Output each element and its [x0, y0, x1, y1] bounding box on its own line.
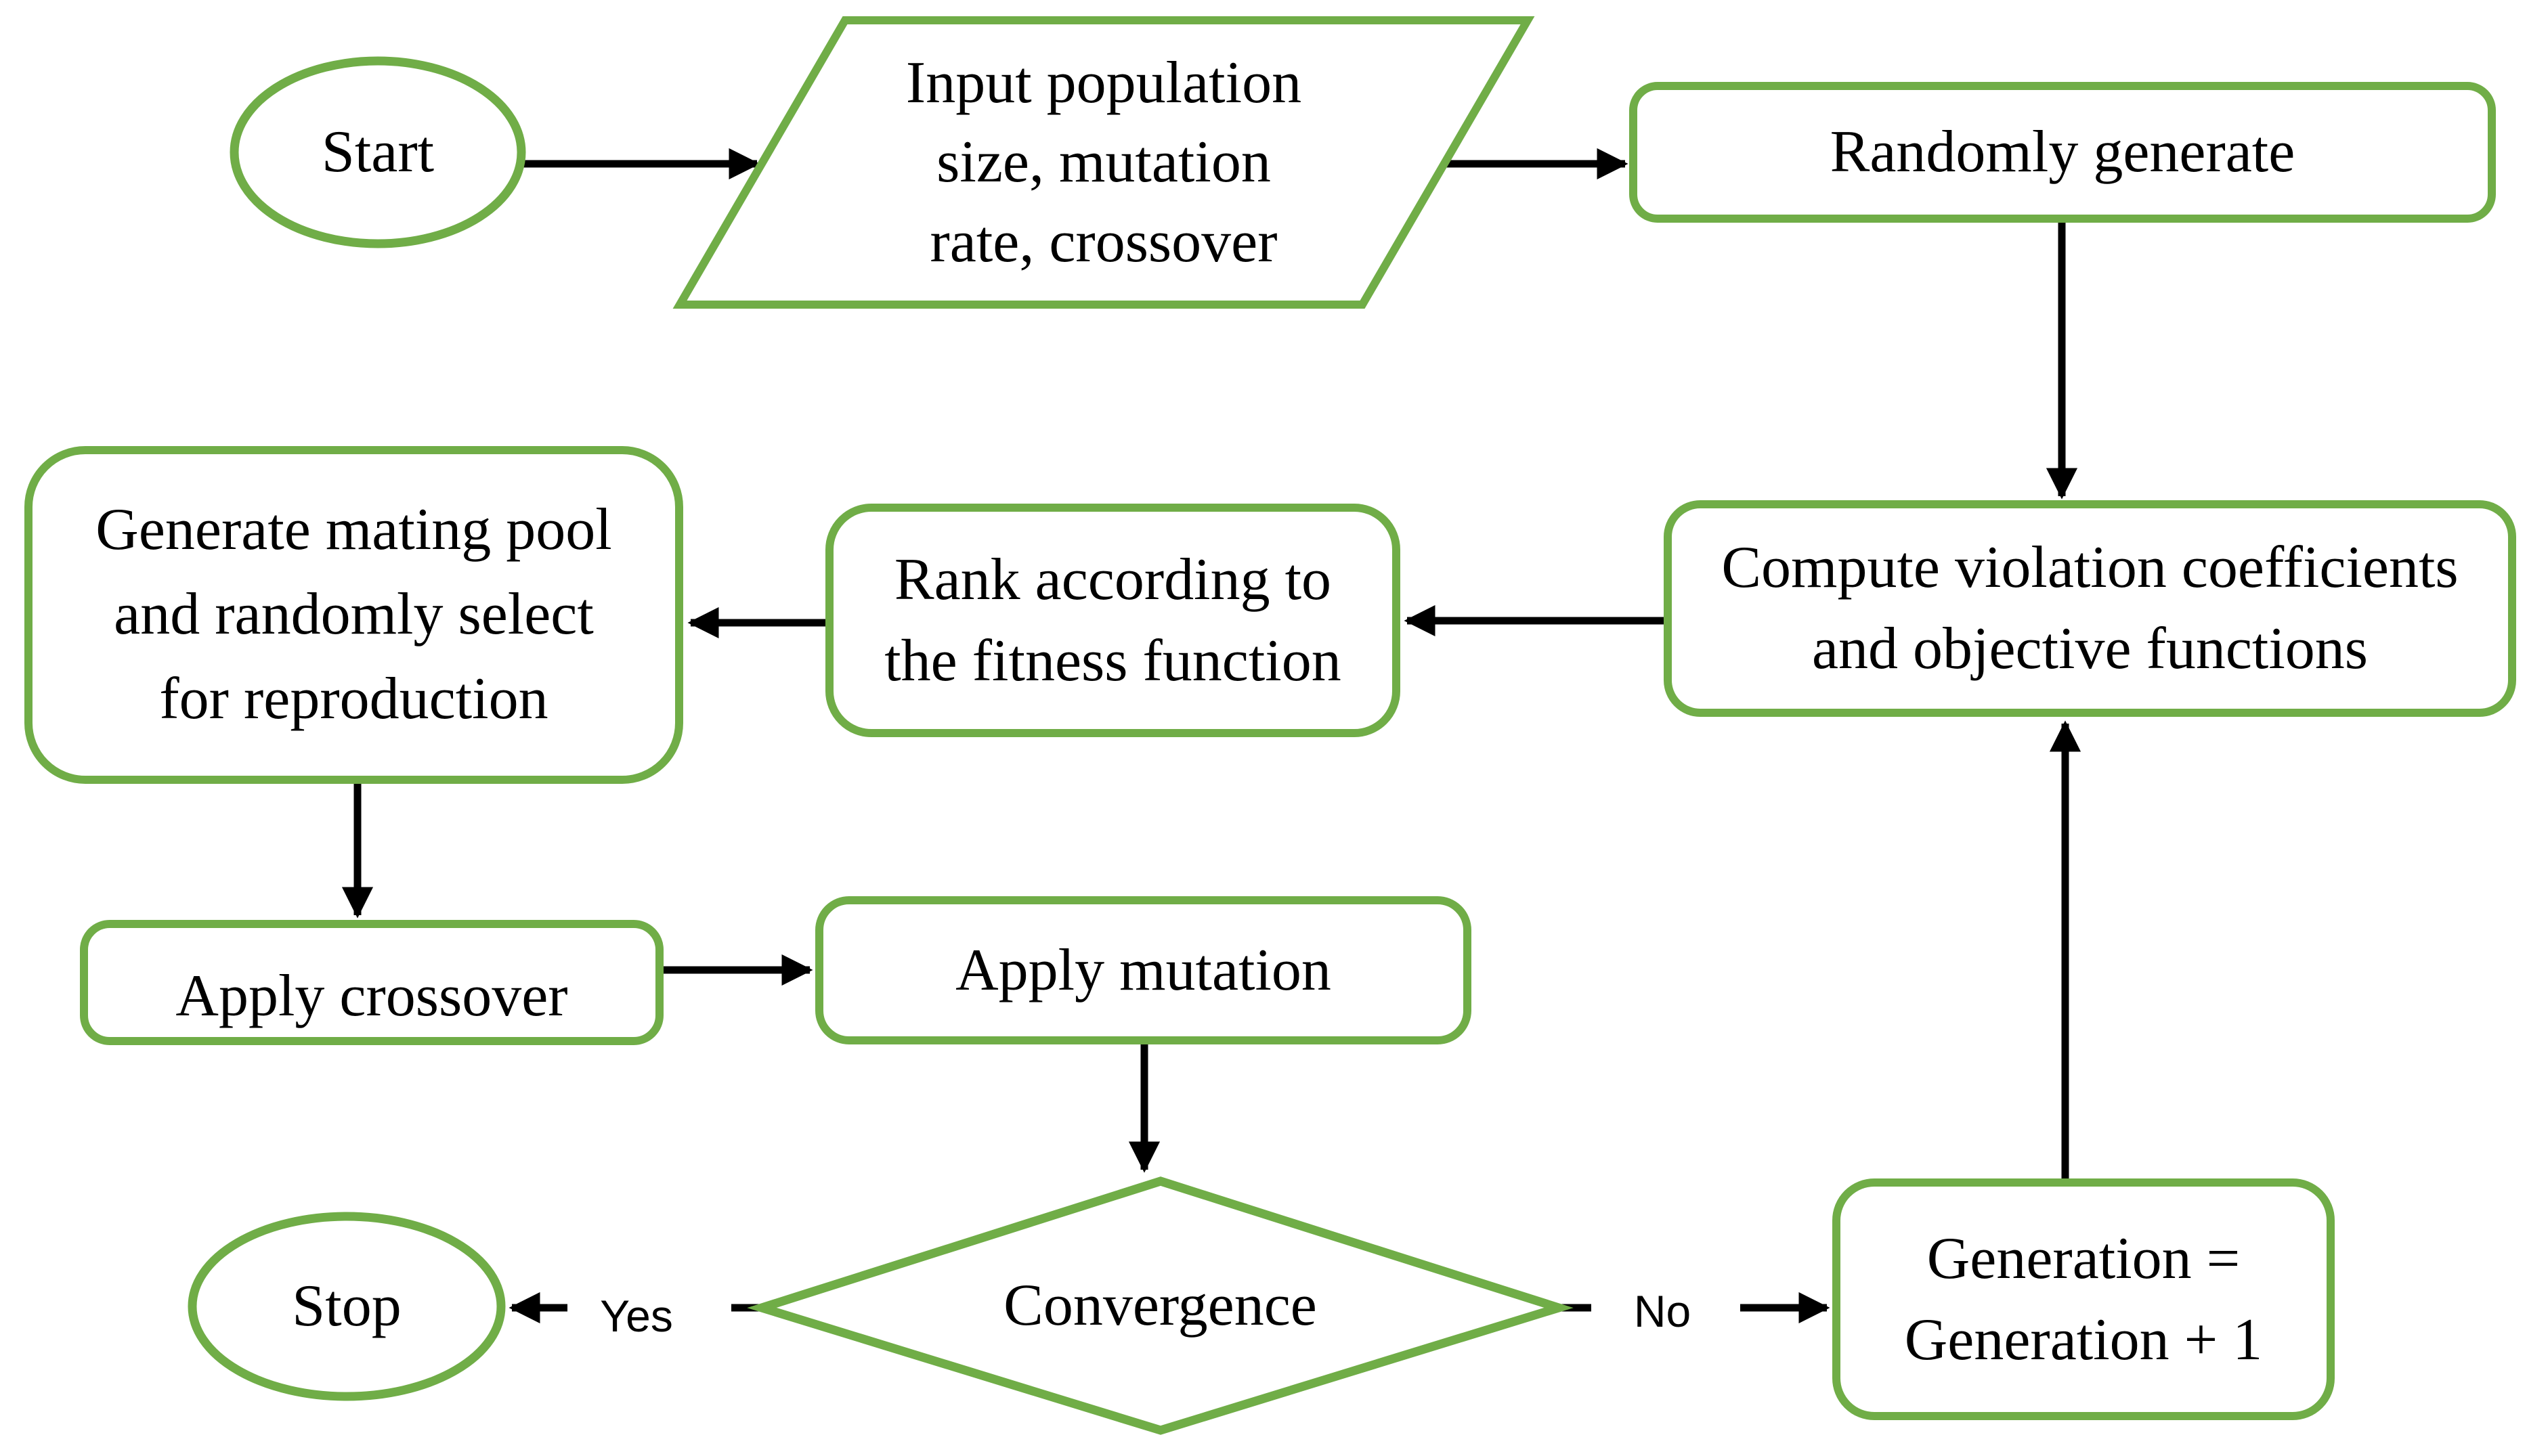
randomly-generate-box [1629, 82, 2496, 223]
apply-crossover-box [80, 920, 664, 1045]
convergence-diamond [747, 1176, 1574, 1435]
compute-box [1664, 500, 2516, 717]
start-ellipse [230, 56, 526, 248]
rank-box [825, 504, 1400, 737]
mating-pool-box [24, 446, 683, 784]
input-parallelogram [672, 16, 1535, 309]
stop-ellipse [188, 1212, 506, 1401]
apply-mutation-box [815, 896, 1471, 1044]
generation-box [1832, 1178, 2335, 1420]
